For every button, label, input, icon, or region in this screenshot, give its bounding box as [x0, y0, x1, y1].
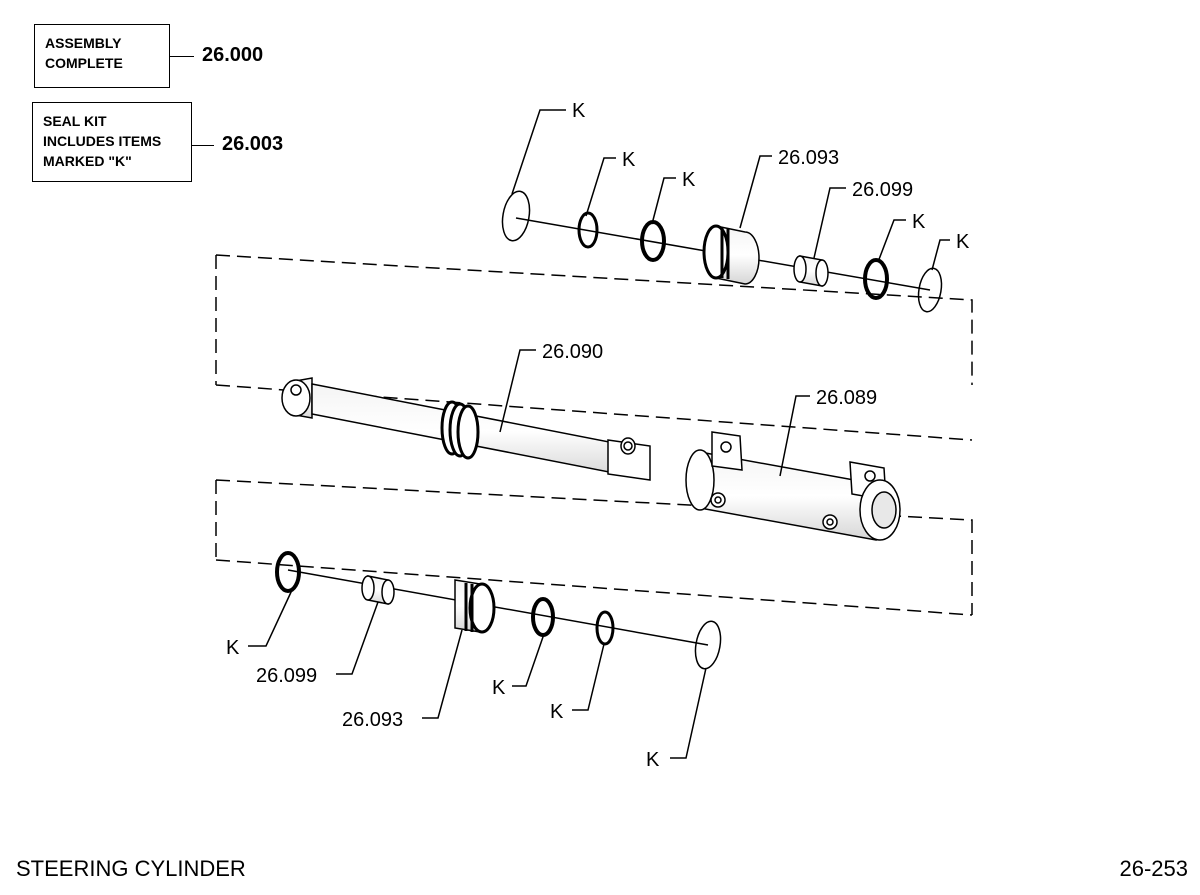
leader-upper-k1: [511, 109, 566, 195]
page-number: 26-253: [1119, 856, 1188, 881]
leader-upper-k6: [877, 219, 906, 263]
label-upper-k2: K: [622, 149, 636, 171]
leader-upper-bushing: [813, 187, 846, 259]
label-barrel: 26.089: [816, 387, 877, 409]
label-upper-k1: K: [572, 100, 586, 122]
lower-o-ring-6: [694, 620, 722, 670]
label-lower-bushing: 26.099: [256, 665, 317, 687]
assembly-complete-text: ASSEMBLY COMPLETE: [45, 35, 123, 71]
assembly-part-number: 26.000: [202, 44, 264, 66]
lower-gland-26093: [454, 579, 496, 634]
cylinder-barrel-26089: [685, 431, 901, 541]
upper-o-ring-2: [577, 211, 599, 249]
lower-axis-line: [287, 569, 709, 646]
leader-upper-k7: [931, 239, 950, 271]
label-upper-k7: K: [956, 231, 970, 253]
label-upper-bushing: 26.099: [852, 179, 913, 201]
label-upper-k6: K: [912, 211, 926, 233]
label-lower-k5: K: [550, 701, 564, 723]
seal-kit-part-number: 26.003: [222, 133, 284, 155]
label-lower-k6: K: [646, 749, 660, 771]
lower-dashed-frame: [215, 479, 973, 616]
leader-lower-bushing: [336, 601, 379, 675]
label-lower-k1: K: [226, 637, 240, 659]
lower-o-ring-5: [595, 610, 615, 646]
upper-bushing-26099: [793, 255, 829, 287]
leader-lower-k6: [670, 667, 707, 759]
lower-seal-1: [275, 551, 301, 593]
leader-upper-gland: [739, 155, 772, 229]
label-rod: 26.090: [542, 341, 603, 363]
leader-upper-k2: [585, 157, 616, 217]
label-lower-k4: K: [492, 677, 506, 699]
leader-lower-k4: [512, 633, 545, 687]
seal-kit-box: SEAL KIT INCLUDES ITEMS MARKED "K": [32, 102, 192, 182]
piston-rod-26090: [281, 377, 651, 481]
upper-o-ring-7: [917, 267, 943, 313]
leader-upper-k3: [651, 177, 676, 225]
lower-bushing-26099: [361, 575, 395, 605]
leader-barrel: [779, 395, 810, 477]
leader-lower-gland: [422, 629, 463, 719]
leader-lower-k1: [248, 589, 293, 647]
seal-kit-text: SEAL KIT INCLUDES ITEMS MARKED "K": [43, 113, 162, 169]
assembly-leader-line: [170, 56, 194, 57]
upper-seal-6: [863, 258, 889, 300]
rod-piston-rings: [440, 400, 480, 460]
label-lower-gland: 26.093: [342, 709, 403, 731]
label-upper-gland: 26.093: [778, 147, 839, 169]
upper-gland-26093: [702, 224, 760, 285]
seal-kit-leader-line: [192, 145, 214, 146]
leader-rod: [499, 349, 536, 433]
page-title: STEERING CYLINDER: [16, 856, 246, 881]
leader-lower-k5: [572, 643, 605, 711]
upper-o-ring-1: [501, 190, 531, 242]
assembly-complete-box: ASSEMBLY COMPLETE: [34, 24, 170, 88]
label-upper-k3: K: [682, 169, 696, 191]
